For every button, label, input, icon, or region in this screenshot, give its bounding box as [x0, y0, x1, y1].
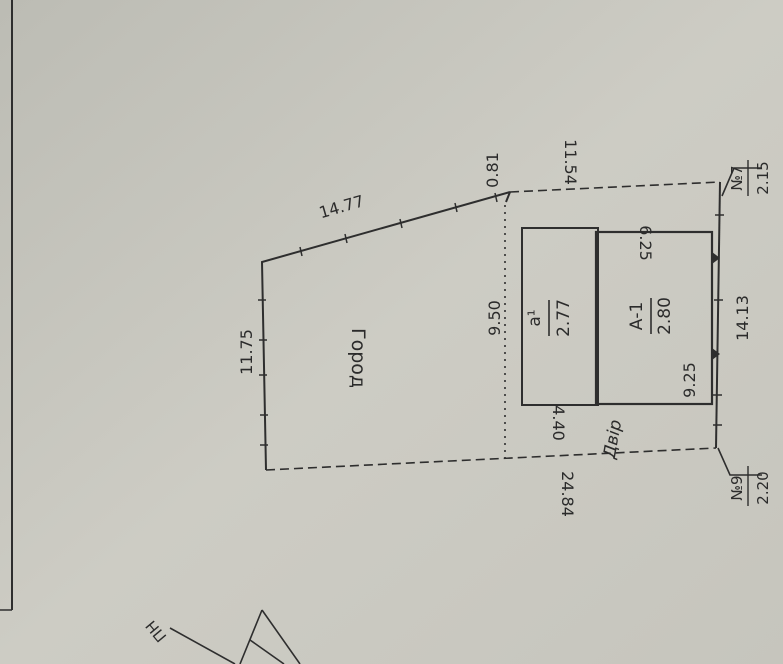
building-main — [594, 230, 714, 406]
dim-front-side: 14.13 — [733, 295, 752, 341]
top-slope-ticks — [299, 192, 498, 257]
lot-boundary-right-dashed — [509, 181, 721, 193]
left-side-ticks — [258, 299, 268, 446]
dim-inner-dotted: 9.50 — [485, 300, 504, 336]
lot-front-line — [715, 181, 721, 449]
marker-right-leader — [721, 167, 762, 197]
dim-a1-length: 9.25 — [680, 362, 699, 398]
lot-boundary-bottom-dashed — [265, 447, 717, 471]
marker-left-number: №9 — [728, 475, 746, 500]
front-ticks — [713, 214, 724, 426]
garden-label: Город — [347, 328, 369, 388]
dim-right-side: 11.54 — [561, 139, 580, 185]
main-building-value: 2.80 — [655, 297, 675, 335]
annex-value: 2.77 — [554, 299, 574, 337]
marker-left-value: 2.20 — [754, 471, 772, 504]
lot-boundary-left-top — [260, 191, 511, 471]
dim-top-step: 0.81 — [483, 152, 502, 188]
marker-left-leader — [717, 447, 762, 476]
north-arrow — [169, 609, 301, 664]
dim-a-width: 4.40 — [549, 405, 568, 441]
entry-marker-2 — [712, 348, 720, 360]
lot-boundary-step — [505, 191, 511, 203]
dim-left-side: 11.75 — [237, 329, 256, 375]
marker-right-number: №7 — [728, 165, 746, 190]
main-building-name: А-1 — [627, 302, 647, 331]
entry-marker-1 — [712, 252, 720, 264]
marker-right-value: 2.15 — [754, 161, 772, 194]
dim-a1-width: 6.25 — [636, 225, 655, 261]
annex-name: а¹ — [525, 309, 545, 326]
building-annex — [521, 227, 599, 406]
dim-bottom-side: 24.84 — [558, 471, 577, 517]
